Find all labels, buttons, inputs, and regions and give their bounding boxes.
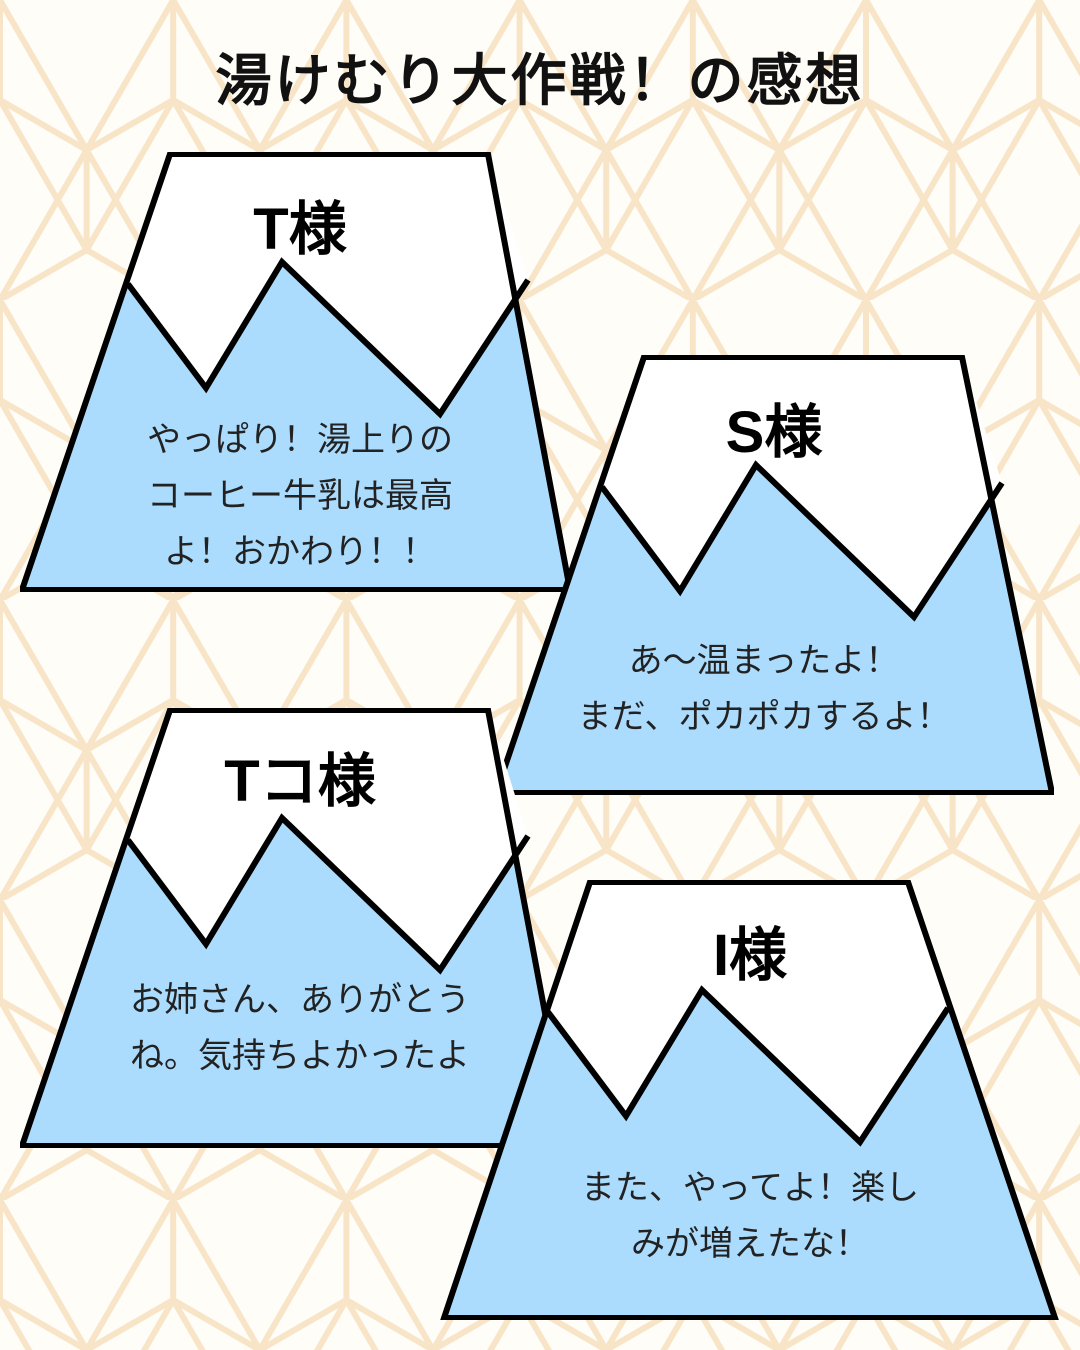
- comment-line: ね。気持ちよかったよ: [130, 1036, 470, 1076]
- comment-line: また、やってよ！楽し: [580, 1168, 920, 1208]
- comment-line: みが増えたな！: [631, 1224, 869, 1264]
- card-comment: お姉さん、ありがとう ね。気持ちよかったよ: [80, 972, 520, 1084]
- comment-line: まだ、ポカポカするよ！: [577, 697, 951, 737]
- comment-line: コーヒー牛乳は最高: [147, 476, 453, 516]
- comment-line: やっぱり！湯上りの: [147, 420, 453, 460]
- mountain-shape: [20, 152, 574, 592]
- card-comment: また、やってよ！楽し みが増えたな！: [500, 1160, 1000, 1272]
- mountain-shape: [494, 355, 1054, 795]
- card-name: I様: [712, 923, 788, 988]
- mountain-card-tko: Tコ様 お姉さん、ありがとう ね。気持ちよかったよ: [20, 708, 580, 1148]
- card-name: S様: [725, 400, 823, 465]
- card-name: T様: [253, 197, 347, 262]
- comment-line: お姉さん、ありがとう: [130, 980, 470, 1020]
- mountain-card-i: I様 また、やってよ！楽し みが増えたな！: [440, 880, 1060, 1320]
- card-comment: あ〜温まったよ！ まだ、ポカポカするよ！: [514, 633, 1014, 745]
- mountain-card-s: S様 あ〜温まったよ！ まだ、ポカポカするよ！: [494, 355, 1056, 795]
- mountain-shape: [440, 880, 1059, 1320]
- mountain-card-t: T様 やっぱり！湯上りの コーヒー牛乳は最高 よ！おかわり！！: [20, 152, 580, 592]
- comment-line: よ！おかわり！！: [164, 532, 436, 572]
- card-name: Tコ様: [224, 749, 376, 814]
- page-title: 湯けむり大作戦！の感想: [215, 49, 865, 114]
- card-comment: やっぱり！湯上りの コーヒー牛乳は最高 よ！おかわり！！: [90, 412, 510, 580]
- mountain-shape: [20, 708, 574, 1148]
- comment-line: あ〜温まったよ！: [628, 641, 900, 681]
